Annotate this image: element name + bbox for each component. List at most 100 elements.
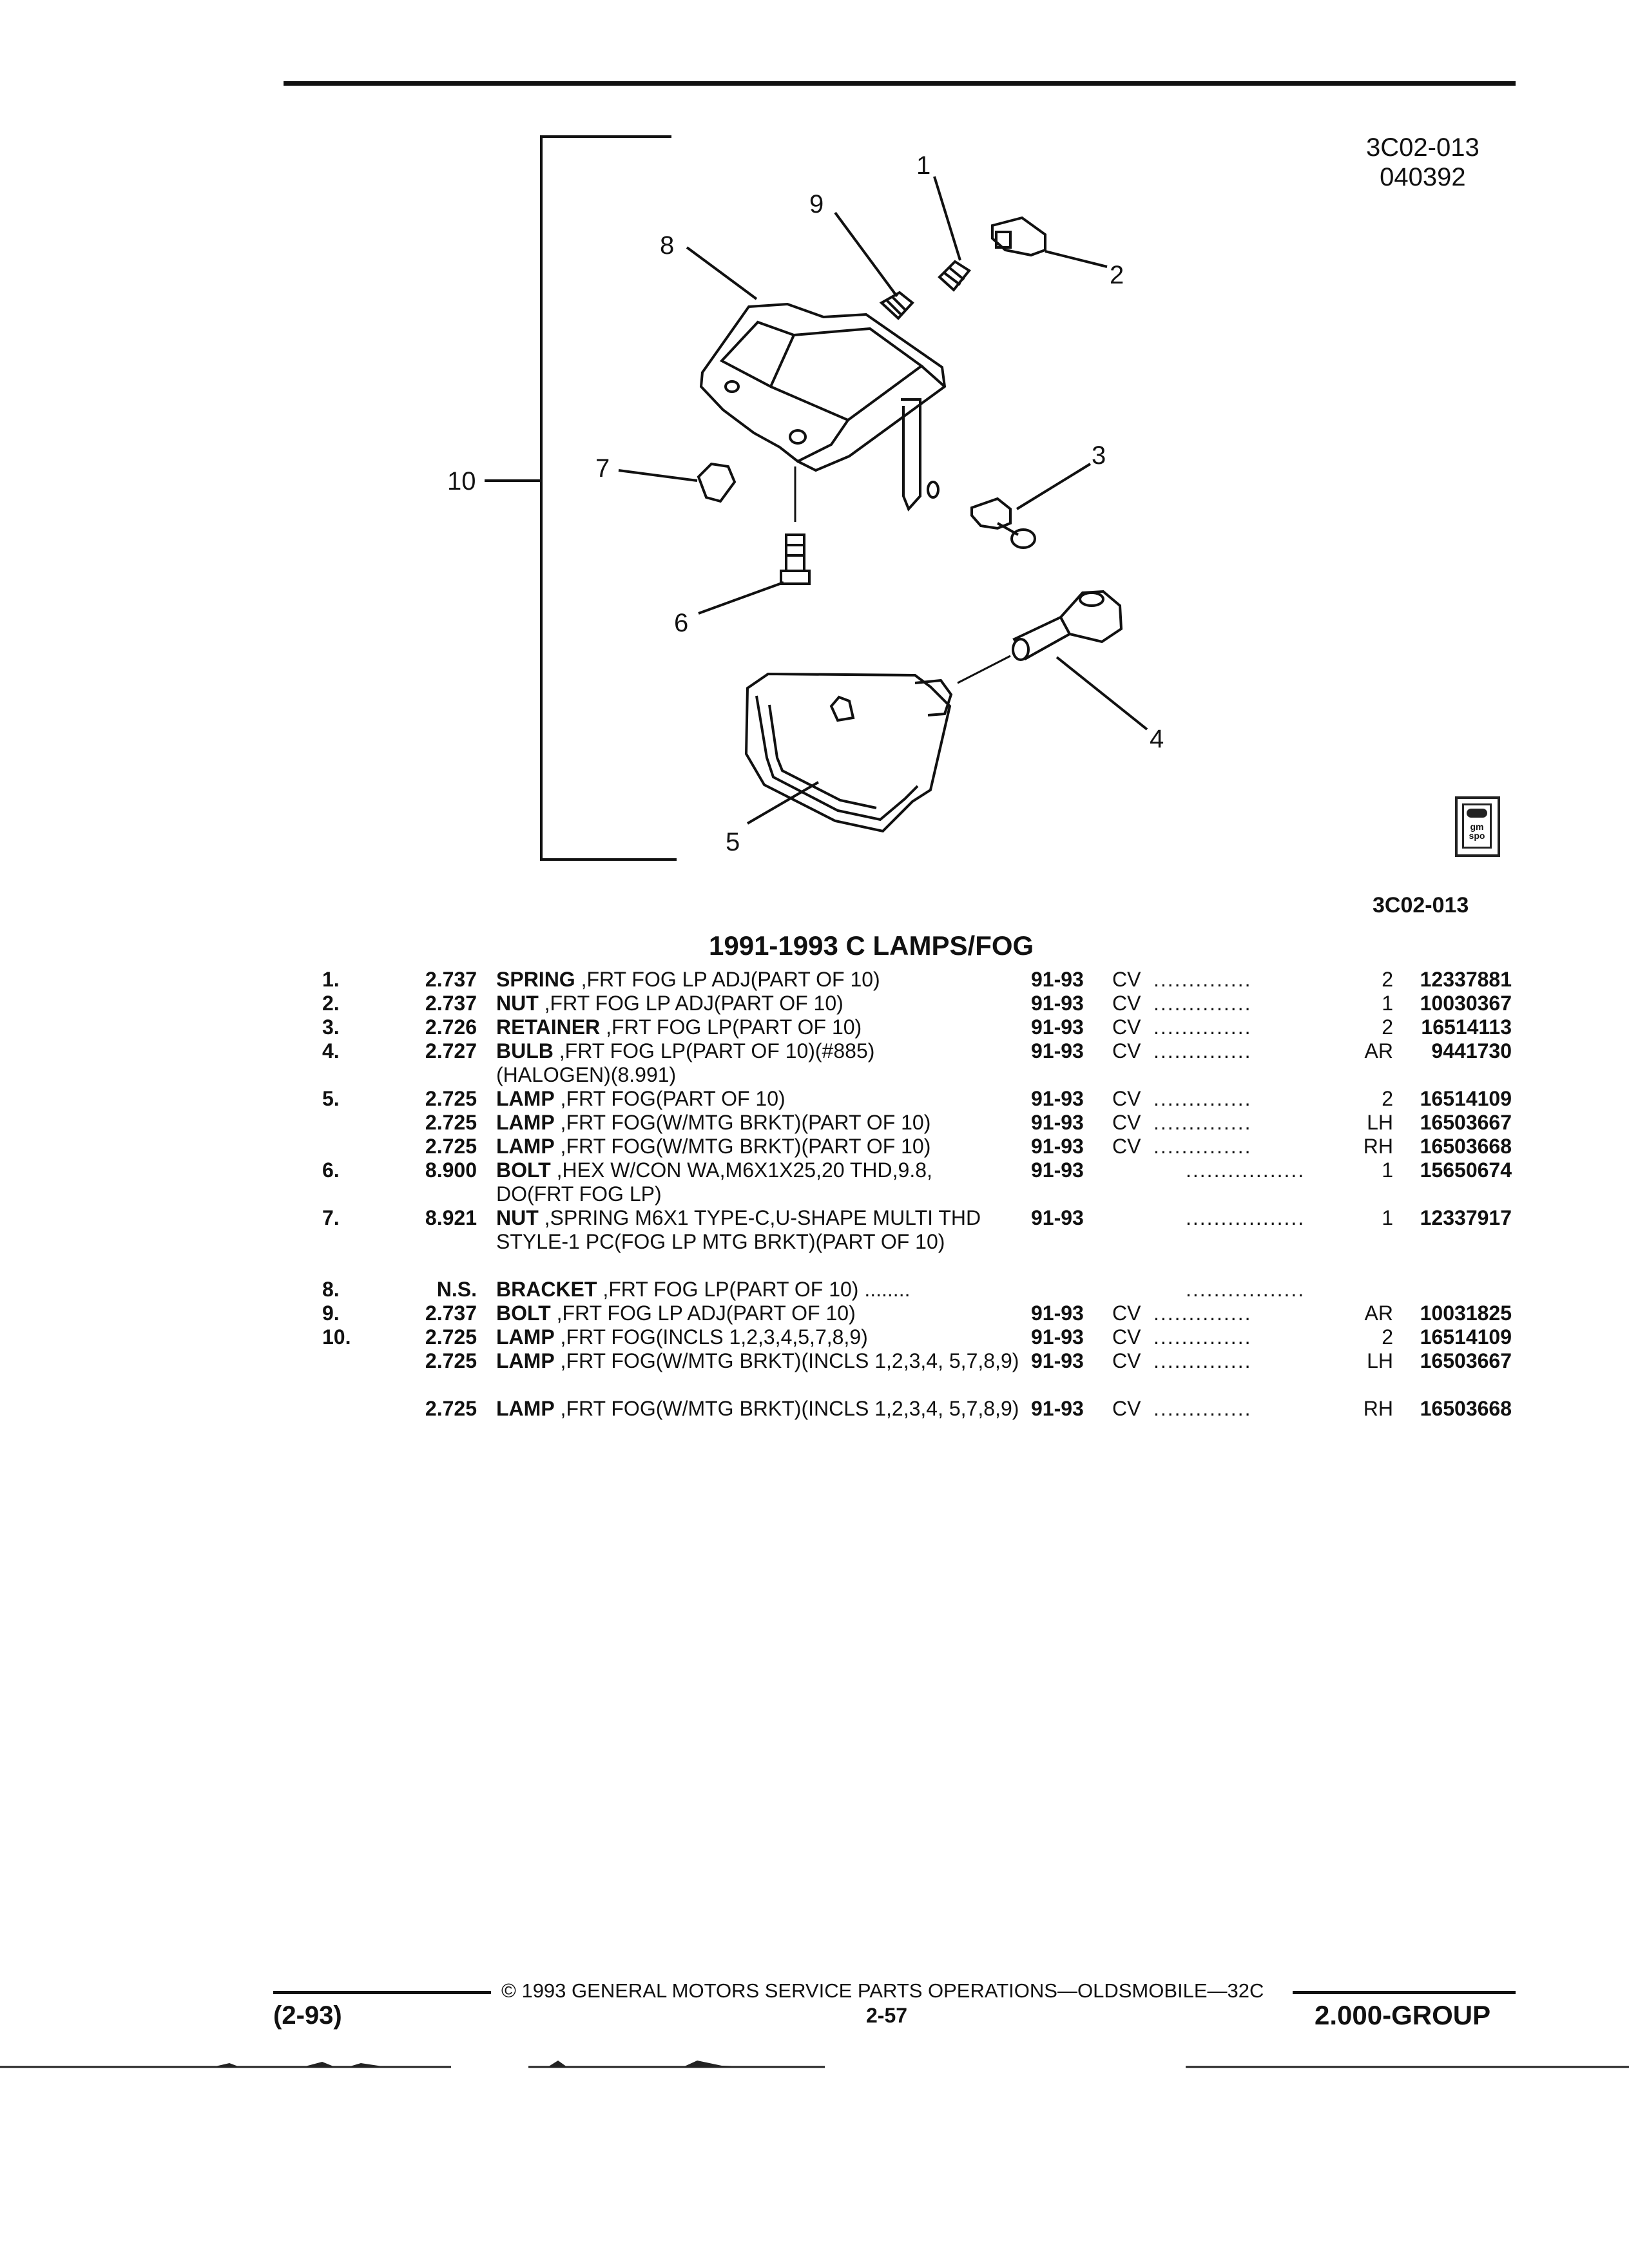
part-detail: ,FRT FOG(W/MTG BRKT)(PART OF 10) — [554, 1135, 931, 1158]
illustration-date: 040392 — [1380, 163, 1466, 191]
callout-2: 2 — [1110, 261, 1124, 289]
item-number: 10. — [322, 1325, 351, 1349]
leader-dots: .............. — [1153, 1397, 1252, 1420]
part-description: LAMP ,FRT FOG(INCLS 1,2,3,4,5,7,8,9) — [496, 1325, 999, 1349]
quantity: 1 — [1382, 1158, 1393, 1182]
part-number: 15650674 — [1420, 1158, 1512, 1182]
model-years: 91-93 — [1031, 1397, 1084, 1420]
quantity: 2 — [1382, 1087, 1393, 1110]
group-number: N.S. — [436, 1278, 477, 1301]
part-name: LAMP — [496, 1111, 555, 1134]
group-number: 2.725 — [425, 1325, 477, 1349]
callout-leader-4 — [1055, 656, 1148, 731]
callout-leader-1 — [933, 176, 961, 261]
item-number: 1. — [322, 968, 340, 991]
part-number: 16514113 — [1421, 1015, 1512, 1039]
callout-leader-8 — [686, 246, 758, 300]
part-number: 16503668 — [1420, 1135, 1512, 1158]
part-name: RETAINER — [496, 1015, 601, 1039]
leader-dots: .............. — [1153, 1087, 1252, 1110]
part-detail: ,FRT FOG(W/MTG BRKT)(PART OF 10) — [554, 1111, 931, 1134]
adjuster-spring — [938, 260, 971, 292]
part-number: 10030367 — [1420, 992, 1512, 1015]
callout-7: 7 — [595, 454, 610, 483]
leader-dots: ................. — [1186, 1206, 1306, 1229]
quantity: LH — [1367, 1111, 1393, 1134]
part-name: LAMP — [496, 1087, 555, 1110]
item-number: 6. — [322, 1158, 340, 1182]
quantity: 1 — [1382, 1206, 1393, 1229]
exploded-view-illustration: 10 8 9 1 2 3 — [447, 135, 1164, 861]
footer-rule-left — [273, 1991, 491, 1994]
page-number: 2-57 — [866, 2004, 908, 2027]
part-name: BRACKET — [496, 1278, 597, 1301]
figure-reference: 3C02-013 — [1373, 893, 1469, 918]
halogen-bulb — [1012, 590, 1123, 661]
series: CV — [1112, 1349, 1141, 1372]
leader-dots: .............. — [1153, 1302, 1252, 1325]
leader-dots: .............. — [1153, 1325, 1252, 1349]
part-description: BRACKET ,FRT FOG LP(PART OF 10) ........ — [496, 1278, 911, 1301]
part-name: SPRING — [496, 968, 575, 991]
callout-leader-3 — [1016, 463, 1092, 510]
illustration-id: 3C02-013 040392 — [1366, 133, 1480, 192]
part-detail: ,FRT FOG(INCLS 1,2,3,4,5,7,8,9) — [554, 1325, 868, 1349]
item-number: 3. — [322, 1015, 340, 1039]
quantity: 1 — [1382, 992, 1393, 1015]
footer-group: 2.000-GROUP — [1315, 2000, 1491, 2030]
item-number: 8. — [322, 1278, 340, 1301]
part-number: 10031825 — [1420, 1302, 1512, 1325]
model-years: 91-93 — [1031, 1349, 1084, 1372]
quantity: RH — [1363, 1135, 1393, 1158]
series: CV — [1112, 1135, 1141, 1158]
callout-5: 5 — [726, 828, 740, 856]
copyright-notice: © 1993 GENERAL MOTORS SERVICE PARTS OPER… — [501, 1979, 1264, 2002]
group-number: 8.921 — [425, 1206, 477, 1229]
bulb-axis-line — [957, 655, 1011, 684]
callout-8: 8 — [660, 231, 674, 260]
assembly-bracket — [540, 135, 677, 861]
mounting-bracket — [699, 302, 947, 512]
part-detail: ,FRT FOG LP ADJ(PART OF 10) — [538, 992, 843, 1015]
part-name: BOLT — [496, 1302, 551, 1325]
series: CV — [1112, 1111, 1141, 1134]
spring-nut — [697, 462, 737, 503]
part-name: LAMP — [496, 1349, 555, 1372]
part-number: 16503668 — [1420, 1397, 1512, 1420]
group-number: 2.725 — [425, 1397, 477, 1420]
leader-dots: .............. — [1153, 992, 1252, 1015]
item-number: 2. — [322, 992, 340, 1015]
part-detail: ,SPRING M6X1 TYPE-C,U-SHAPE MULTI THD ST… — [496, 1206, 981, 1253]
part-detail: ,FRT FOG(W/MTG BRKT)(INCLS 1,2,3,4, 5,7,… — [554, 1349, 1019, 1372]
footer-rule-right — [1293, 1991, 1516, 1994]
part-description: BOLT ,HEX W/CON WA,M6X1X25,20 THD,9.8, D… — [496, 1158, 1012, 1206]
retainer-clip — [970, 497, 1036, 549]
callout-leader-5 — [746, 781, 820, 825]
part-name: LAMP — [496, 1397, 555, 1420]
adjuster-bolt — [879, 291, 914, 320]
part-name: BOLT — [496, 1158, 551, 1182]
quantity: LH — [1367, 1349, 1393, 1372]
series: CV — [1112, 992, 1141, 1015]
part-detail: ,FRT FOG LP(PART OF 10) — [600, 1015, 862, 1039]
fog-lamp-assembly — [744, 672, 953, 833]
model-years: 91-93 — [1031, 1158, 1084, 1182]
part-description: LAMP ,FRT FOG(W/MTG BRKT)(INCLS 1,2,3,4,… — [496, 1349, 1025, 1373]
leader-dots: .............. — [1153, 1111, 1252, 1134]
quantity: 2 — [1382, 968, 1393, 991]
group-number: 8.900 — [425, 1158, 477, 1182]
scan-edge-line — [0, 2061, 1629, 2068]
part-number: 9441730 — [1431, 1039, 1512, 1062]
leader-dots: .............. — [1153, 1039, 1252, 1062]
part-description: RETAINER ,FRT FOG LP(PART OF 10) — [496, 1015, 999, 1039]
part-number: 16514109 — [1420, 1325, 1512, 1349]
group-number: 2.737 — [425, 968, 477, 991]
hex-bolt — [780, 466, 811, 585]
leader-dots: .............. — [1153, 1349, 1252, 1372]
gm-spo-logo: gm spo — [1455, 796, 1500, 857]
group-number: 2.737 — [425, 1302, 477, 1325]
callout-10: 10 — [447, 467, 476, 495]
leader-dots: .............. — [1153, 1135, 1252, 1158]
item-number: 7. — [322, 1206, 340, 1229]
leader-dots: ................. — [1186, 1278, 1306, 1301]
